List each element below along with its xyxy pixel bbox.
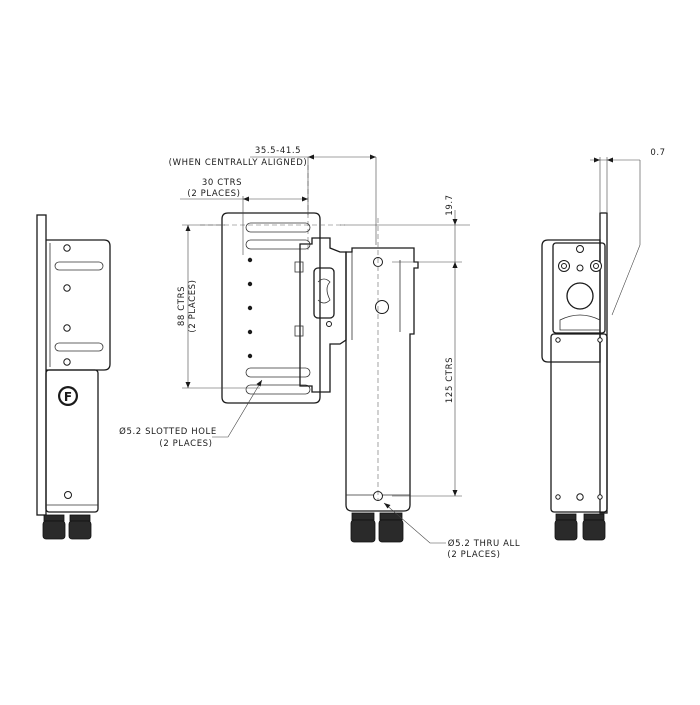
left-hole-3 xyxy=(63,324,71,332)
right-mounting-plate xyxy=(599,212,608,514)
left-connector-2-neck xyxy=(69,514,91,522)
middle-slot-3 xyxy=(245,367,311,378)
middle-connector-1 xyxy=(350,519,376,543)
dim-gap-value: 0.7 xyxy=(650,148,665,158)
middle-view xyxy=(200,165,419,543)
left-switch-body xyxy=(45,369,99,513)
middle-connector-2-neck xyxy=(379,512,403,521)
middle-connector-2 xyxy=(378,519,404,543)
right-switch-head xyxy=(552,242,606,334)
dim-slotted-hole-note: (2 PLACES) xyxy=(159,439,212,449)
left-hole-4 xyxy=(63,358,71,366)
logo-letter: F xyxy=(64,390,72,404)
left-slot-top xyxy=(54,261,104,271)
left-hole-1 xyxy=(63,244,71,252)
dim-30-ctrs-note: (2 PLACES) xyxy=(187,189,240,199)
left-hole-2 xyxy=(63,284,71,292)
left-connector-1 xyxy=(42,520,66,540)
right-roller xyxy=(566,282,594,310)
middle-connector-1-neck xyxy=(351,512,375,521)
dim-30-ctrs: 30 CTRS xyxy=(202,178,242,188)
dim-adjust-note: (WHEN CENTRALLY ALIGNED) xyxy=(169,158,308,168)
actuator-tongue xyxy=(299,237,347,393)
dim-125-ctrs: 125 CTRS xyxy=(445,357,455,403)
actuator-roller xyxy=(313,267,335,319)
middle-keyhole xyxy=(375,300,389,314)
dimensions-layer: 35.5-41.5 (WHEN CENTRALLY ALIGNED) 30 CT… xyxy=(119,146,520,560)
right-switch-body xyxy=(550,333,608,513)
middle-switch-body xyxy=(345,247,419,512)
dim-offset-19: 19.7 xyxy=(445,194,455,215)
dim-adjust-value: 35.5-41.5 xyxy=(255,146,301,156)
dim-88-ctrs-note: (2 PLACES) xyxy=(188,279,198,332)
dim-88-ctrs: 88 CTRS xyxy=(177,286,187,326)
right-connector-2 xyxy=(582,519,606,541)
dim-thru-all-note: (2 PLACES) xyxy=(447,550,500,560)
right-bracket xyxy=(541,239,601,363)
left-bracket xyxy=(46,239,111,371)
left-mounting-plate xyxy=(36,214,47,516)
left-body-hole xyxy=(64,491,72,499)
middle-slot-4 xyxy=(245,384,311,395)
left-connector-1-neck xyxy=(43,514,65,522)
dim-thru-all: Ø5.2 THRU ALL xyxy=(448,538,520,549)
right-body-hole xyxy=(576,493,584,501)
right-connector-1 xyxy=(554,519,578,541)
left-connector-2 xyxy=(68,520,92,540)
middle-slot-1 xyxy=(245,222,311,233)
logo-mark: F xyxy=(58,386,78,406)
right-connector-1-neck xyxy=(555,513,577,521)
dim-slotted-hole: Ø5.2 SLOTTED HOLE xyxy=(119,426,217,437)
left-slot-bottom xyxy=(54,342,104,352)
right-connector-2-neck xyxy=(583,513,605,521)
right-view: 0.7 xyxy=(541,148,665,541)
middle-bracket-plate xyxy=(221,212,321,404)
left-view: F xyxy=(36,214,111,540)
